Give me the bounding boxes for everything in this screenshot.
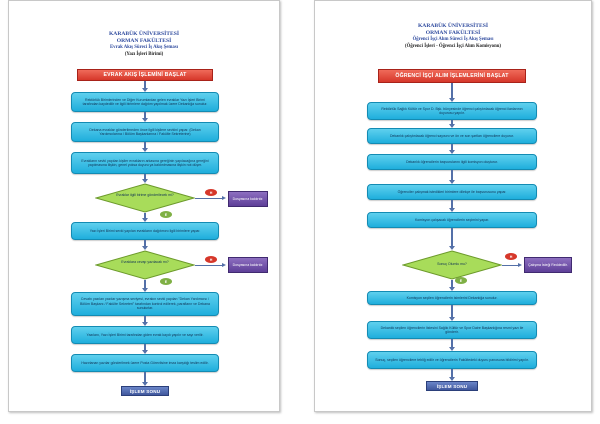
right-unit-title: (Öğrenci İşleri - Öğrenci İşçi Alım Komi…	[404, 44, 502, 49]
right-step-1: Rektörlük Sağlık Kültür ve Spor D. Bşk. …	[367, 102, 537, 120]
right-no-badge: H	[505, 253, 517, 260]
right-yes-badge: E	[455, 277, 467, 284]
arrow	[142, 213, 148, 222]
left-start-terminal: EVRAK AKIŞ İŞLEMİNİ BAŞLAT	[77, 69, 213, 81]
right-university-title: KARABÜK ÜNİVERSİTESİ	[417, 23, 489, 29]
right-step-5: Komisyon çalışacak öğrencilerin seçimini…	[367, 212, 537, 228]
left-decision-2-label: Evraklara cevap yazılacak mı?	[121, 260, 169, 264]
right-step-4: Öğrenciler çalışmak istedikleri birimler…	[367, 184, 537, 200]
right-step-2: Dekanlık çalıştırılacak öğrenci sayısını…	[367, 128, 537, 144]
arrow	[449, 83, 455, 102]
left-step-1: Rektörlük Birimlerinden ve Diğer Kurumla…	[71, 92, 219, 112]
arrow	[142, 240, 148, 250]
arrow	[449, 120, 455, 128]
left-step-3: Evrakların sevki yapılan kişiler evrakla…	[71, 152, 219, 174]
left-decision-1: Evraklar ilgili birime gönderilecek mi?	[95, 183, 195, 213]
left-university-title: KARABÜK ÜNİVERSİTESİ	[108, 31, 180, 37]
left-unit-title: (Yazı İşleri Birimi)	[124, 52, 164, 57]
left-step-7: Hazırlanan yazılar gönderilmek üzere Pos…	[71, 354, 219, 372]
right-step-7: Dekanlık seçilen öğrencilerin listesini …	[367, 321, 537, 339]
left-step-4: Yazı İşleri Birimi sevki yapılan evrakla…	[71, 222, 219, 240]
right-start-terminal: ÖĞRENCİ İŞÇİ ALIM İŞLEMLERİNİ BAŞLAT	[378, 69, 526, 83]
left-step-5: Cevabı yazılan yazılar yazışma seviyesi,…	[71, 292, 219, 316]
right-note: Çalışma İsteği Reddedilir.	[524, 257, 572, 273]
arrow	[449, 280, 455, 291]
arrow	[449, 369, 455, 381]
left-faculty-title: ORMAN FAKÜLTESİ	[116, 38, 172, 44]
arrow	[142, 112, 148, 122]
left-decision-2: Evraklara cevap yazılacak mı?	[95, 250, 195, 280]
right-step-8: Sonuç, seçilen öğrencilere tebliğ edilir…	[367, 351, 537, 369]
arrow	[502, 263, 522, 267]
arrow	[195, 196, 226, 200]
left-yes-badge-2: E	[160, 278, 172, 285]
right-process-title: Öğrenci İşçi Alım Süreci İş Akış Şeması	[412, 37, 494, 42]
arrow	[449, 170, 455, 184]
right-decision-label: Sonuç Olumlu mu?	[437, 262, 467, 266]
right-faculty-title: ORMAN FAKÜLTESİ	[425, 30, 481, 36]
arrow	[142, 344, 148, 354]
arrow	[449, 305, 455, 321]
arrow	[449, 228, 455, 250]
left-flowchart-page: KARABÜK ÜNİVERSİTESİ ORMAN FAKÜLTESİ Evr…	[8, 0, 280, 412]
arrow	[195, 263, 226, 267]
left-process-title: Evrak Akış Süreci İş Akış Şeması	[109, 45, 178, 50]
arrow	[142, 280, 148, 292]
left-no-badge-1: H	[205, 189, 217, 196]
right-step-3: Dekanlık öğrencilerin başvurularını ilgi…	[367, 154, 537, 170]
arrow	[142, 174, 148, 183]
left-no-badge-2: H	[205, 256, 217, 263]
arrow	[142, 372, 148, 386]
left-decision-1-label: Evraklar ilgili birime gönderilecek mi?	[116, 193, 174, 197]
arrow	[142, 316, 148, 326]
right-step-6: Komisyon seçilen öğrencilerin isimlerini…	[367, 291, 537, 305]
right-flowchart-page: KARABÜK ÜNİVERSİTESİ ORMAN FAKÜLTESİ Öğr…	[314, 0, 592, 412]
left-note-2: Dosyasına kaldırılır.	[228, 257, 268, 273]
arrow	[449, 144, 455, 154]
left-step-2: Dekana evraklar gönderilmeden önce ilgil…	[71, 122, 219, 142]
arrow	[142, 142, 148, 152]
right-end-terminal: İŞLEM SONU	[426, 381, 478, 391]
arrow	[449, 339, 455, 351]
left-yes-badge-1: E	[160, 211, 172, 218]
arrow	[142, 81, 148, 92]
right-decision: Sonuç Olumlu mu?	[402, 250, 502, 280]
left-step-6: Yazılanı, Yazı İşleri Birimi tarafından …	[71, 326, 219, 344]
arrow	[449, 200, 455, 212]
left-note-1: Dosyasına kaldırılır.	[228, 191, 268, 207]
left-end-terminal: İŞLEM SONU	[121, 386, 169, 396]
